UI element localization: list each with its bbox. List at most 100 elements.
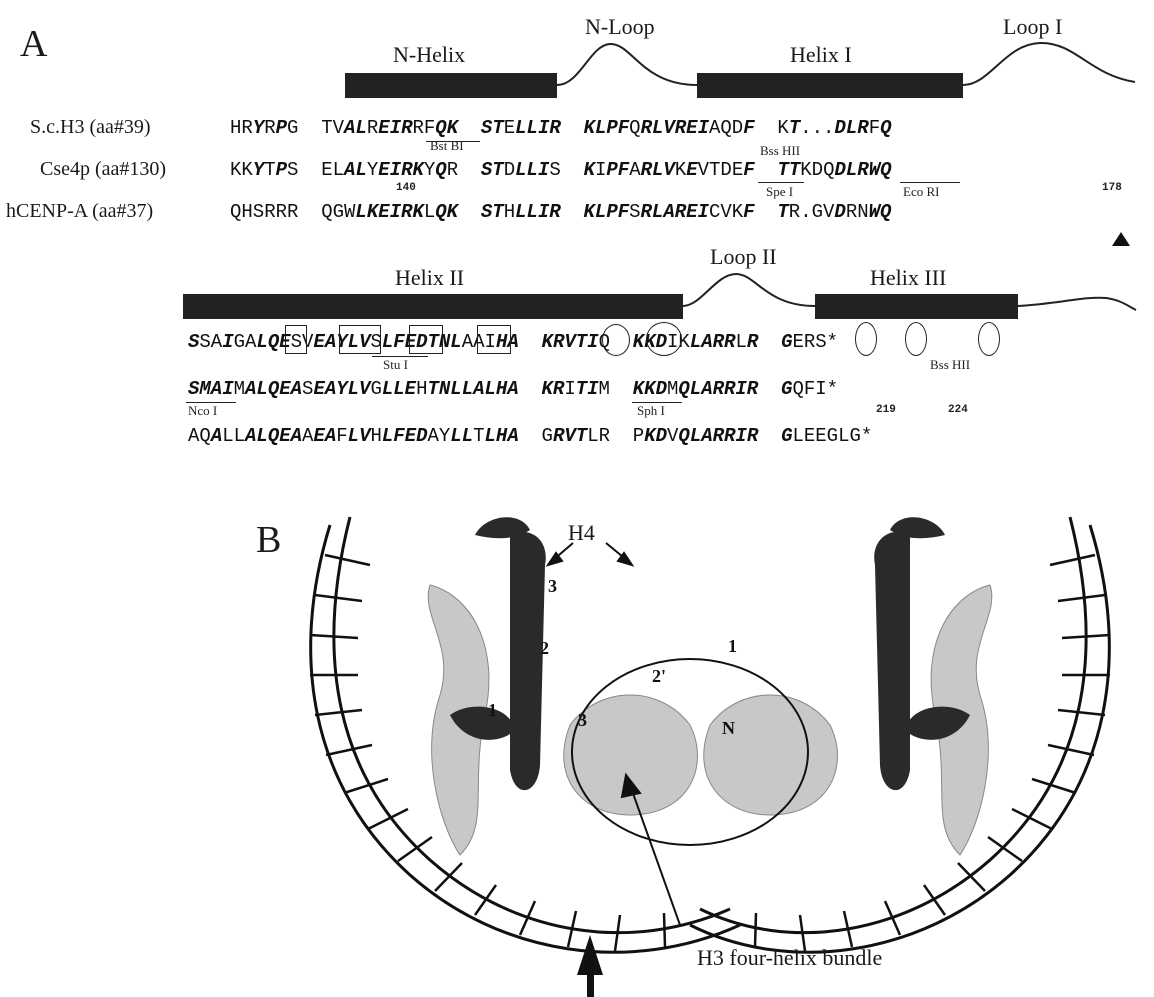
- conserved-residues: EIRK: [378, 159, 424, 181]
- residues: R: [367, 117, 378, 139]
- conserved-residues: QK: [435, 117, 458, 139]
- conserved-residues: KR: [542, 378, 565, 400]
- residue-oval: [855, 322, 877, 356]
- residues: S: [302, 378, 313, 400]
- conserved-residues: ST: [481, 117, 504, 139]
- conserved-residues: LLIR: [515, 117, 561, 139]
- residues: AQ: [188, 425, 211, 447]
- site-stu-i: Stu I: [383, 357, 408, 373]
- h4-label: H4: [568, 520, 595, 546]
- residue-number-219: 219: [876, 404, 896, 416]
- residues: Y: [424, 159, 435, 181]
- conserved-residues: KLPF: [584, 117, 630, 139]
- conserved-residues: ST: [481, 201, 504, 223]
- triangle-marker-icon: [1110, 230, 1132, 248]
- residue-number-178: 178: [1102, 182, 1122, 194]
- residues: [758, 378, 781, 400]
- residues: V: [667, 425, 678, 447]
- residue-box: [409, 325, 443, 354]
- conserved-residues: I: [222, 331, 233, 353]
- residues: ...: [800, 117, 834, 139]
- residues: G: [370, 378, 381, 400]
- residues: HR: [230, 117, 253, 139]
- conserved-residues: KD: [644, 425, 667, 447]
- residues: E: [504, 117, 515, 139]
- conserved-residues: KRVTI: [542, 331, 599, 353]
- conserved-residues: P: [276, 159, 287, 181]
- sequence-hcenp-a-bottom: AQALLALQEAAEAFLVHLFEDAYLLTLHA GRVTLR PKD…: [188, 425, 872, 447]
- site-bss-hii-top: Bss HII: [760, 143, 800, 159]
- residue-number-224: 224: [948, 404, 968, 416]
- residues: RF: [412, 117, 435, 139]
- residues: Y: [367, 159, 378, 181]
- residues: [458, 201, 481, 223]
- residues: K: [675, 159, 686, 181]
- row-label-sc-h3: S.c.H3 (aa#39): [30, 116, 151, 139]
- helix-number-right-2: 2': [652, 666, 666, 687]
- conserved-residues: E: [686, 159, 697, 181]
- helix-ii-bar: [183, 294, 683, 319]
- residues: M: [667, 378, 678, 400]
- conserved-residues: LLIR: [515, 201, 561, 223]
- residues: R.GV: [789, 201, 835, 223]
- residues: [755, 201, 778, 223]
- site-sph-i: Sph I: [637, 403, 665, 419]
- conserved-residues: SMAI: [188, 378, 234, 400]
- residues: [755, 159, 778, 181]
- conserved-residues: LHA: [485, 425, 519, 447]
- residue-box: [285, 325, 307, 354]
- residues: I: [564, 378, 575, 400]
- residues: QFI*: [792, 378, 838, 400]
- helix-number-right-1: 1: [728, 636, 737, 657]
- residues: H: [504, 201, 515, 223]
- residues: LL: [222, 425, 245, 447]
- conserved-residues: LK: [355, 201, 378, 223]
- residues: M: [234, 378, 245, 400]
- residues: Q: [629, 117, 640, 139]
- residue-number-140: 140: [396, 182, 416, 194]
- conserved-residues: LL: [450, 425, 473, 447]
- residues: KDQ: [800, 159, 834, 181]
- residues: T: [264, 159, 275, 181]
- panel-a-label: A: [20, 22, 47, 66]
- residues: G: [519, 425, 553, 447]
- residues: L: [735, 331, 746, 353]
- conserved-residues: T: [789, 117, 800, 139]
- conserved-residues: QK: [435, 201, 458, 223]
- residues: CVK: [709, 201, 743, 223]
- residues: F: [336, 425, 347, 447]
- nucleosome-structure-illustration: [270, 495, 1150, 997]
- residue-oval: [602, 324, 630, 356]
- residues: [458, 159, 481, 181]
- conserved-residues: KKD: [633, 378, 667, 400]
- conserved-residues: EIRK: [378, 201, 424, 223]
- conserved-residues: ALQEA: [245, 425, 302, 447]
- conserved-residues: AL: [344, 159, 367, 181]
- loop-curves-top: [550, 30, 1154, 105]
- conserved-residues: DLRWQ: [834, 159, 891, 181]
- row-label-hcenp-a: hCENP-A (aa#37): [6, 200, 153, 223]
- residues: [519, 378, 542, 400]
- conserved-residues: G: [781, 331, 792, 353]
- sequence-sc-h3-top: HRYRPG TVALREIRRFQK STELLIR KLPFQRLVREIA…: [230, 117, 892, 139]
- residue-oval: [646, 322, 682, 356]
- residues: [561, 201, 584, 223]
- conserved-residues: QLARRIR: [678, 425, 758, 447]
- residues: S EL: [287, 159, 344, 181]
- conserved-residues: QLARRIR: [678, 378, 758, 400]
- residues: G TV: [287, 117, 344, 139]
- residues: H: [416, 378, 427, 400]
- conserved-residues: LARR: [690, 331, 736, 353]
- residues: AQD: [709, 117, 743, 139]
- conserved-residues: DLR: [834, 117, 868, 139]
- residue-oval: [905, 322, 927, 356]
- residues: [758, 331, 781, 353]
- conserved-residues: RLVREI: [641, 117, 709, 139]
- residue-box: [339, 325, 381, 354]
- residue-box: [477, 325, 511, 354]
- conserved-residues: EA: [313, 425, 336, 447]
- conserved-residues: F: [743, 159, 754, 181]
- helix-ii-label: Helix II: [395, 265, 464, 291]
- conserved-residues: F: [743, 201, 754, 223]
- conserved-residues: D: [834, 201, 845, 223]
